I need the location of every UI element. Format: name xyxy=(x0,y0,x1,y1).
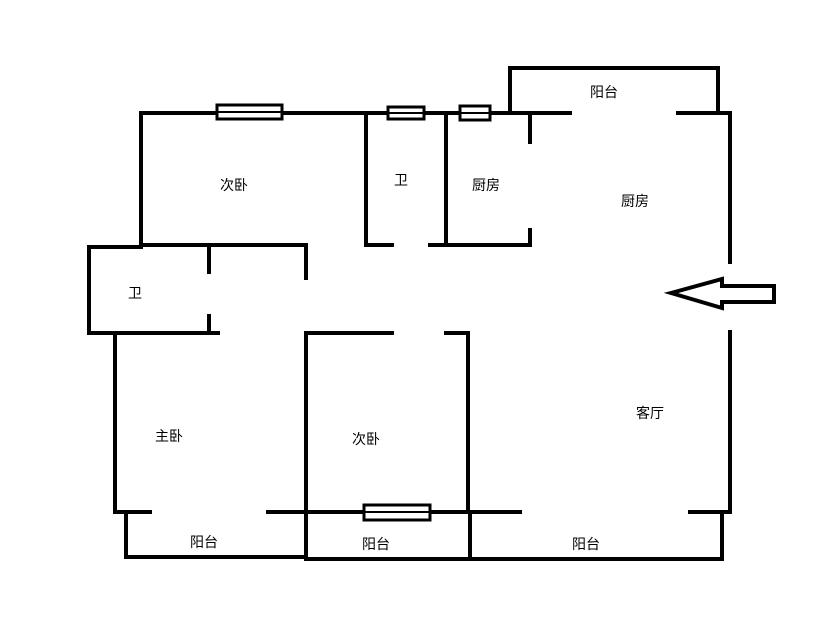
label-balcony-bottom-left: 阳台 xyxy=(190,535,218,551)
wall-bath-top-left xyxy=(364,111,394,247)
label-bathroom-top: 卫 xyxy=(394,173,408,189)
label-bedroom-2-middle: 次卧 xyxy=(352,432,380,448)
label-kitchen-small: 厨房 xyxy=(472,178,500,194)
label-kitchen-large: 厨房 xyxy=(621,194,649,210)
label-living-room: 客厅 xyxy=(636,406,664,422)
wall-bath-left xyxy=(87,245,220,335)
label-balcony-top: 阳台 xyxy=(590,85,618,101)
label-master-bedroom: 主卧 xyxy=(155,429,183,445)
label-bedroom-2-top: 次卧 xyxy=(220,178,248,194)
wall-mid-bed xyxy=(304,331,394,514)
wall-bedroom-top-bottom xyxy=(139,243,308,280)
wall-master-left xyxy=(113,331,152,514)
walls xyxy=(87,66,732,561)
wall-balcony-top xyxy=(508,66,720,115)
label-balcony-bottom-middle: 阳台 xyxy=(362,537,390,553)
wall-kitchen-bottom xyxy=(444,228,532,247)
wall-right-lower xyxy=(688,330,732,514)
entrance-arrow-icon xyxy=(663,276,776,311)
wall-balcony-bottom-right xyxy=(468,510,724,561)
wall-top-right xyxy=(676,111,732,264)
wall-top-left xyxy=(139,111,572,247)
wall-mid-bed-right xyxy=(444,331,470,514)
windows xyxy=(215,103,492,522)
wall-balcony-bottom-middle xyxy=(304,510,472,561)
wall-balcony-bottom-left xyxy=(124,510,308,559)
label-bathroom-left: 卫 xyxy=(128,286,142,302)
wall-bath-top-right xyxy=(428,111,448,247)
label-balcony-bottom-right: 阳台 xyxy=(572,537,600,553)
